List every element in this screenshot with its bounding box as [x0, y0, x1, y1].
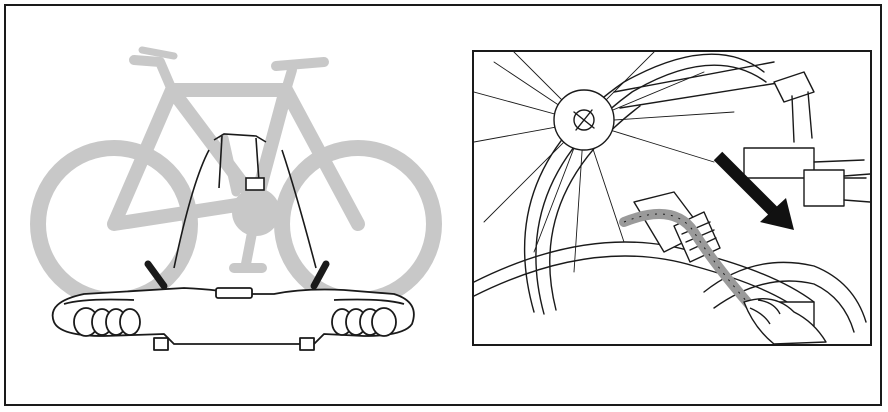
- right-foot: [300, 338, 314, 350]
- bike-carrier-drawing: [24, 32, 444, 362]
- arm-clamp: [246, 178, 264, 190]
- carrier-plate: [216, 288, 252, 298]
- carrier-base: [53, 288, 414, 350]
- strap: [624, 214, 764, 322]
- right-light-cluster: [332, 308, 396, 336]
- connector-block: [804, 170, 844, 206]
- frame-tube: [614, 62, 784, 108]
- left-light-cluster: [74, 308, 140, 336]
- handlebar: [134, 60, 172, 90]
- left-foot: [154, 338, 168, 350]
- seat-post: [286, 70, 292, 90]
- handlebar-top: [142, 50, 174, 56]
- left-panel-bike-illustration: [24, 32, 444, 362]
- strap-detail-drawing: [474, 52, 870, 344]
- right-panel-strap-detail: [472, 50, 872, 346]
- figure-frame: [4, 4, 882, 406]
- bike: [38, 50, 434, 300]
- saddle: [276, 62, 324, 66]
- fork: [224, 138, 236, 192]
